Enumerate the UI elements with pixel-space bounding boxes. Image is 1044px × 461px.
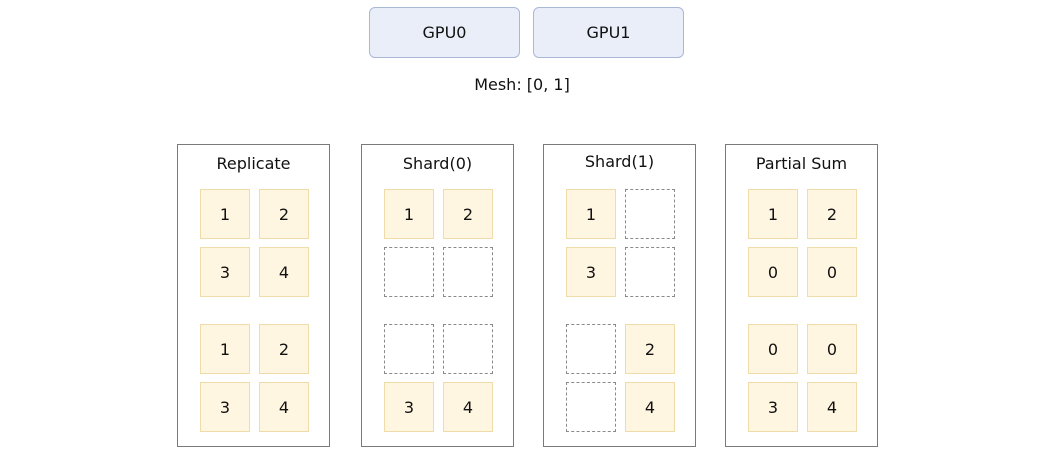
gpu0-cell-r0c1: 2	[259, 189, 309, 239]
gpu0-cell-r1c1: 4	[259, 247, 309, 297]
panel-title: Shard(1)	[584, 152, 655, 171]
panel-title: Replicate	[216, 154, 291, 173]
gpu0-cell-r0c0: 1	[748, 189, 798, 239]
panel-title: Partial Sum	[755, 154, 848, 173]
gpu1-cell-r0c0: 0	[748, 324, 798, 374]
gpu1-cell-r1c0	[566, 382, 616, 432]
gpu0-cell-r0c0: 1	[384, 189, 434, 239]
gpu1-box: GPU1	[533, 7, 684, 58]
gpu1-cell-r1c1: 4	[625, 382, 675, 432]
gpu0-cell-r0c1: 2	[443, 189, 493, 239]
gpu1-cell-r1c0: 3	[748, 382, 798, 432]
gpu0-cell-r1c0	[384, 247, 434, 297]
gpu0-cell-r1c1	[625, 247, 675, 297]
gpu0-cell-r1c1: 0	[807, 247, 857, 297]
gpu1-cell-r0c0	[384, 324, 434, 374]
gpu1-cell-r1c1: 4	[807, 382, 857, 432]
gpu0-cell-r1c0: 0	[748, 247, 798, 297]
gpu0-cell-r0c1: 2	[807, 189, 857, 239]
gpu1-cell-r0c1	[443, 324, 493, 374]
gpu0-cell-r0c0: 1	[566, 189, 616, 239]
gpu0-cell-r0c1	[625, 189, 675, 239]
gpu1-cell-r0c1: 0	[807, 324, 857, 374]
gpu1-cell-r1c1: 4	[259, 382, 309, 432]
gpu0-cell-r1c0: 3	[566, 247, 616, 297]
gpu1-cell-r0c1: 2	[259, 324, 309, 374]
panel-title: Shard(0)	[402, 154, 473, 173]
gpu1-cell-r0c0	[566, 324, 616, 374]
gpu1-cell-r1c1: 4	[443, 382, 493, 432]
gpu0-cell-r1c1	[443, 247, 493, 297]
mesh-label: Mesh: [0, 1]	[474, 75, 570, 94]
gpu0-cell-r0c0: 1	[200, 189, 250, 239]
gpu0-cell-r1c0: 3	[200, 247, 250, 297]
gpu0-box: GPU0	[369, 7, 520, 58]
gpu1-cell-r0c1: 2	[625, 324, 675, 374]
gpu1-cell-r0c0: 1	[200, 324, 250, 374]
gpu1-cell-r1c0: 3	[384, 382, 434, 432]
gpu1-cell-r1c0: 3	[200, 382, 250, 432]
